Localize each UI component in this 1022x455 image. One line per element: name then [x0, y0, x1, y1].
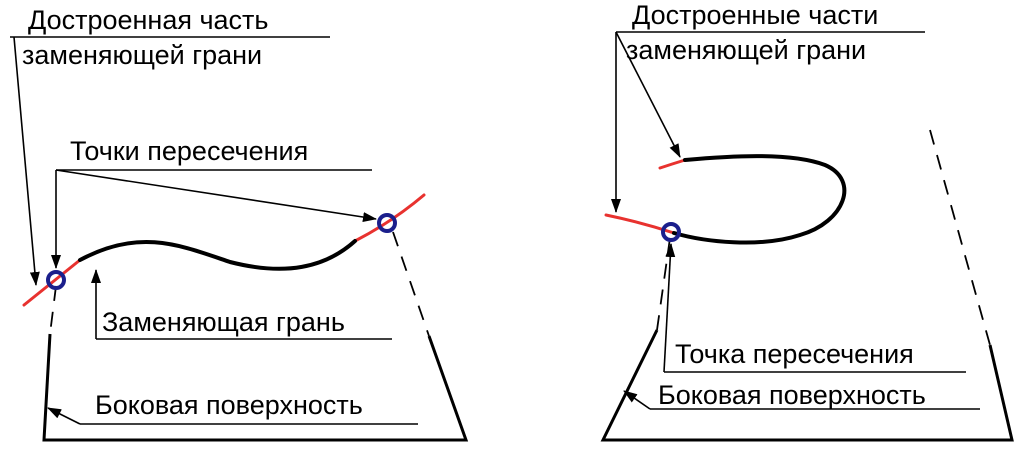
- right-figure: Достроенные части заменяющей грани Точка…: [600, 0, 1014, 442]
- left-side-surface-outline: [42, 333, 469, 442]
- right-arrow-side-surface: [623, 390, 651, 410]
- left-label-completed-part-line1: Достроенная часть: [28, 5, 269, 35]
- right-completed-part-lower: [604, 213, 676, 235]
- left-arrow-side-surface: [47, 407, 81, 425]
- right-side-surface-outline: [600, 329, 1014, 442]
- left-label-side-surface: Боковая поверхность: [95, 390, 363, 420]
- left-replacing-face-curve: [78, 239, 357, 271]
- left-label-replacing-face: Заменяющая грань: [102, 307, 345, 337]
- left-arrow-completed-part: [13, 36, 40, 286]
- right-label-side-surface: Боковая поверхность: [658, 380, 926, 410]
- left-arrow-intersection-2: [55, 169, 377, 222]
- left-intersection-point-1: [46, 270, 66, 290]
- left-intersection-point-2: [377, 213, 397, 233]
- right-arrow-intersection: [663, 243, 676, 373]
- right-hidden-edge-right: [929, 129, 991, 346]
- right-label-completed-parts-line2: заменяющей грани: [626, 35, 866, 65]
- left-hidden-edge-right: [392, 231, 430, 337]
- left-hidden-edge-left: [49, 285, 57, 335]
- right-label-completed-parts-line1: Достроенные части: [632, 0, 878, 30]
- right-replacing-face-curve: [672, 154, 847, 245]
- left-completed-part-right: [353, 193, 426, 243]
- right-label-intersection-point: Точка пересечения: [675, 339, 914, 369]
- left-completed-part-left: [22, 258, 82, 307]
- right-arrow-completed-upper: [615, 31, 681, 158]
- right-completed-part-upper: [658, 158, 687, 170]
- left-figure: Достроенная часть заменяющей грани Точки…: [10, 5, 469, 442]
- left-label-completed-part-line2: заменяющей грани: [22, 40, 262, 70]
- left-label-intersection-points: Точки пересечения: [70, 136, 308, 166]
- right-intersection-point: [661, 222, 681, 242]
